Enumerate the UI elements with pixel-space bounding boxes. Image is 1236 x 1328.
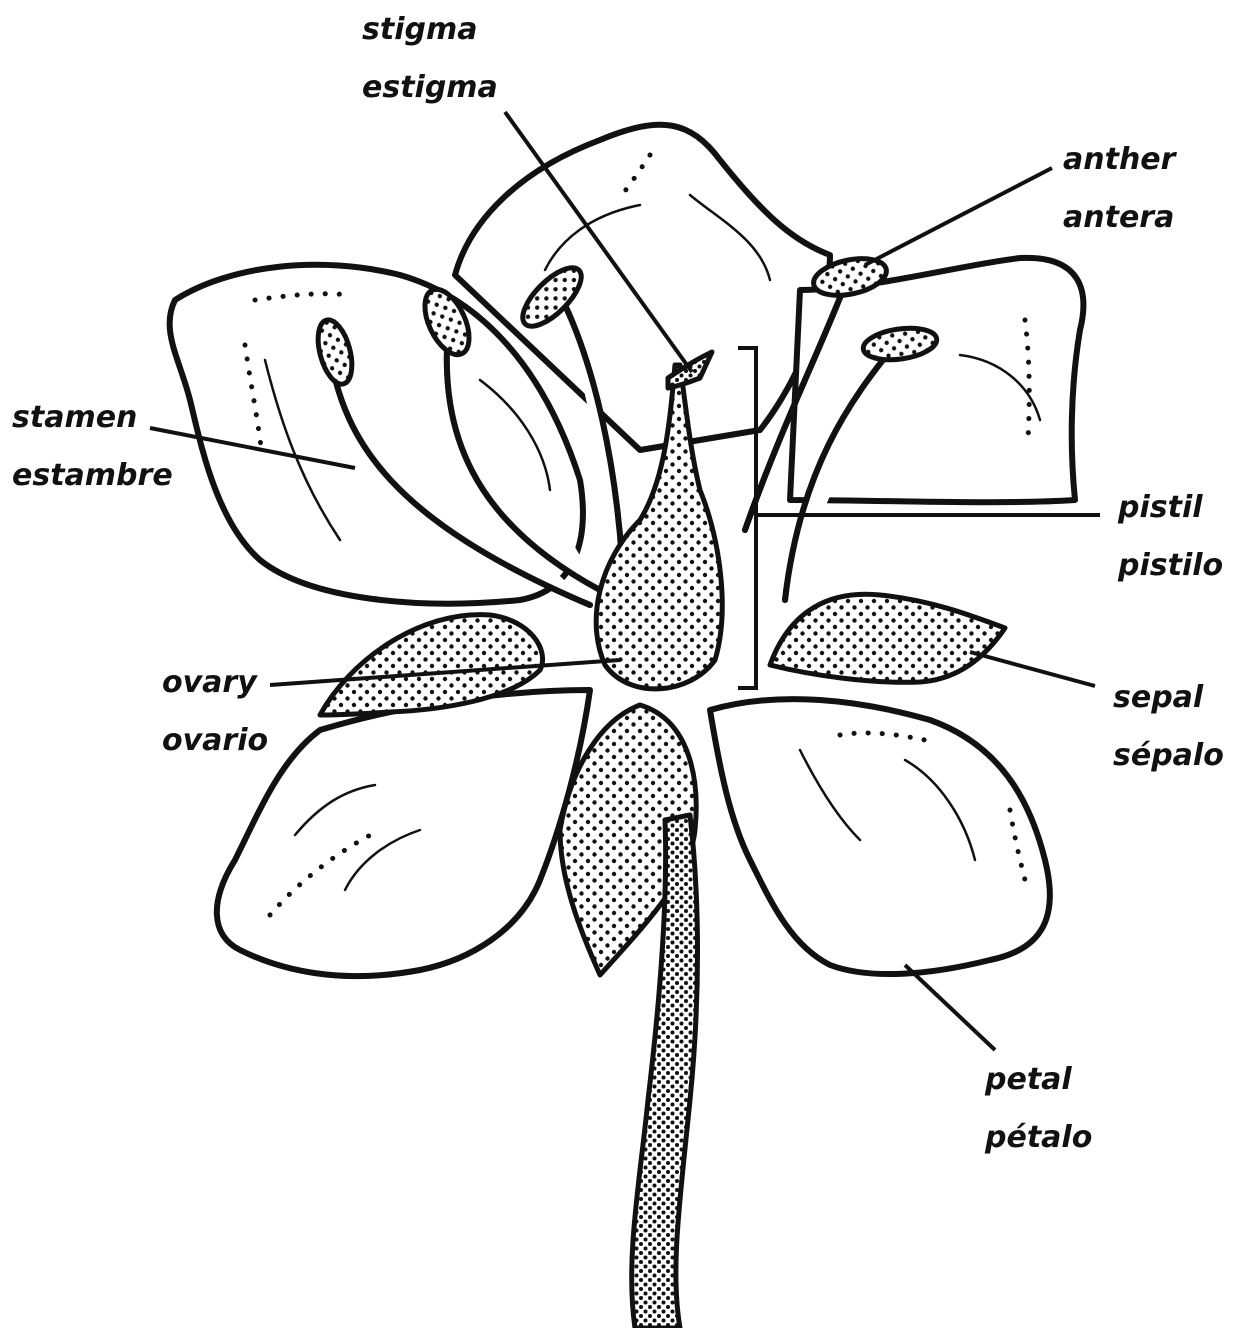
leader-petal [905, 965, 995, 1050]
label-anther-en: anther [1063, 142, 1175, 178]
label-pistil-es: pistilo [1118, 548, 1223, 584]
label-stigma-es: estigma [362, 70, 498, 106]
label-anther: anther antera [1063, 142, 1175, 236]
label-pistil-en: pistil [1118, 490, 1223, 526]
label-petal-es: pétalo [985, 1120, 1092, 1156]
label-stigma: stigma estigma [362, 12, 498, 106]
petal-lower-left [217, 690, 590, 976]
label-ovary-en: ovary [162, 665, 268, 701]
label-petal-en: petal [985, 1062, 1092, 1098]
sepal-right [770, 594, 1005, 682]
label-stigma-en: stigma [362, 12, 498, 48]
label-sepal-en: sepal [1113, 680, 1224, 716]
label-anther-es: antera [1063, 200, 1175, 236]
label-stamen-es: estambre [12, 458, 173, 494]
label-ovary-es: ovario [162, 723, 268, 759]
label-sepal-es: sépalo [1113, 738, 1224, 774]
label-stamen: stamen estambre [12, 400, 173, 494]
label-ovary: ovary ovario [162, 665, 268, 759]
leader-sepal [970, 652, 1095, 686]
label-pistil: pistil pistilo [1118, 490, 1223, 584]
label-sepal: sepal sépalo [1113, 680, 1224, 774]
leader-anther [865, 168, 1052, 265]
label-petal: petal pétalo [985, 1062, 1092, 1156]
label-stamen-en: stamen [12, 400, 173, 436]
petal-lower-right [710, 699, 1050, 974]
